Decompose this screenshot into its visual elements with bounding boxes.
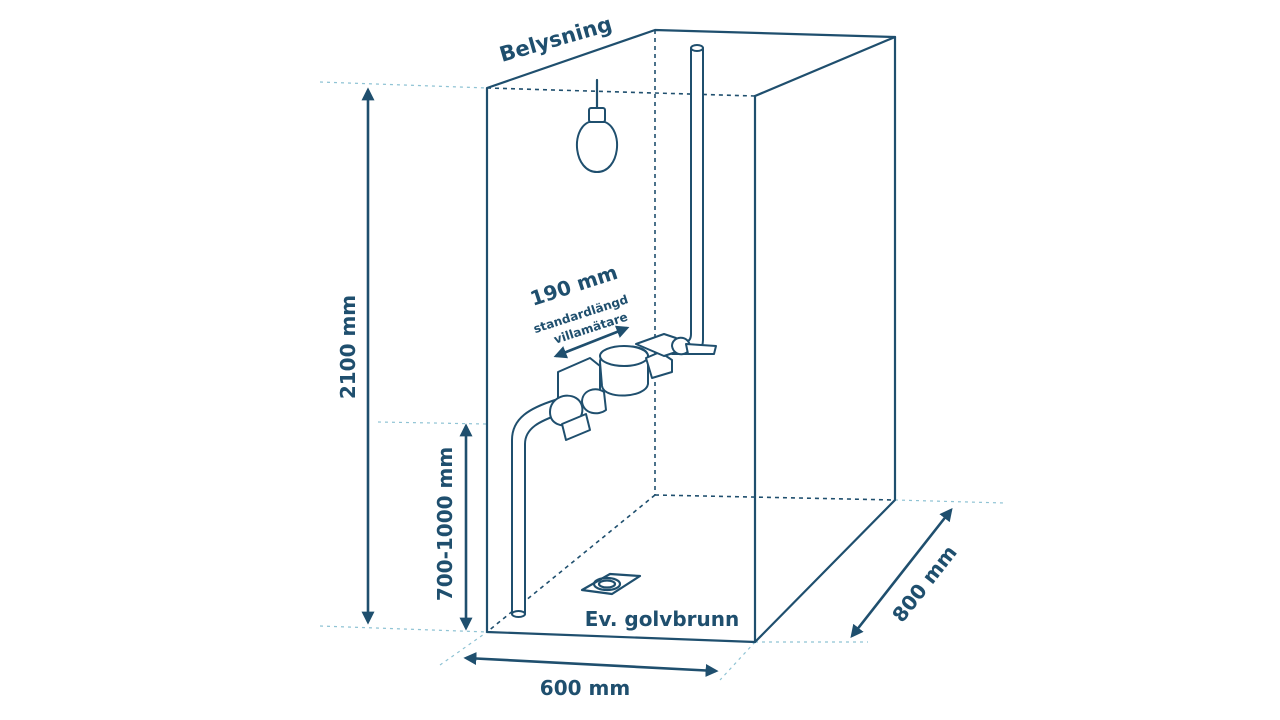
riser-pipe: [671, 44, 704, 355]
floor-drain-label: Ev. golvbrunn: [585, 607, 739, 631]
meter-height-label: 700-1000 mm: [433, 447, 457, 601]
width-dimension-arrow: [463, 652, 719, 677]
dimension-arrows: [361, 87, 953, 677]
depth-label: 800 mm: [887, 541, 962, 627]
lighting-label: Belysning: [497, 12, 615, 67]
meter-length-dimension-arrow: [553, 325, 630, 359]
light-bulb-icon: [575, 78, 619, 173]
width-label: 600 mm: [540, 676, 630, 700]
guide-lines: [319, 81, 1006, 681]
supply-pipe: [511, 399, 561, 618]
box-hidden-edges: [486, 30, 896, 633]
floor-drain-icon: [580, 572, 642, 596]
height-label: 2100 mm: [336, 295, 360, 399]
water-meter-icon: [549, 333, 717, 441]
box-outline: [485, 28, 897, 644]
depth-dimension-arrow: [850, 507, 953, 639]
